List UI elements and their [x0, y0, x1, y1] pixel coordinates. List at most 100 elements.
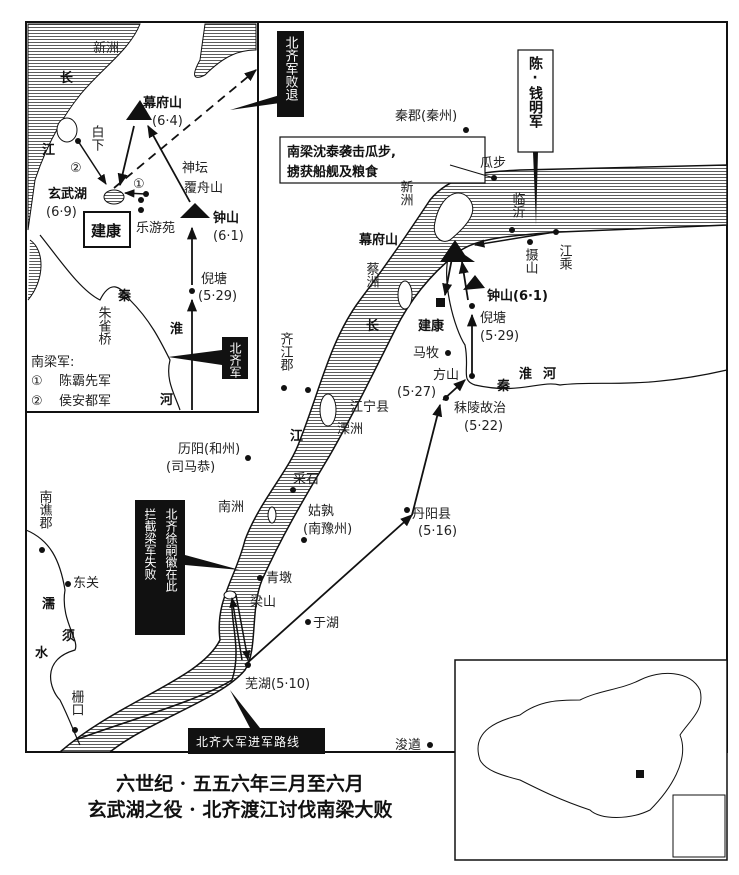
beiqijun-box	[222, 337, 248, 379]
label-qin: 秦	[496, 378, 511, 394]
china-outline	[477, 672, 702, 818]
label-jiangcheng: 江乘	[557, 244, 573, 270]
label-mufushan: 幕府山	[142, 95, 182, 111]
map-title-line-2: 玄武湖之役 · 北齐渡江讨伐南梁大败	[88, 798, 393, 821]
label-mufushan: 幕府山	[358, 232, 398, 248]
label-lizhou: 溧洲	[337, 422, 363, 437]
inset-zhongshan-icon	[180, 203, 210, 218]
label-chang: 长	[366, 318, 380, 334]
xinzhou-island	[433, 192, 474, 242]
label-chang: 长	[60, 70, 74, 86]
shentai-box	[279, 136, 486, 184]
route-arrow	[411, 403, 443, 516]
label-huai: 淮	[518, 366, 532, 382]
inset-arrow	[123, 189, 147, 198]
label-qingdun: 青墩	[266, 571, 292, 586]
callout-pointer	[533, 152, 538, 225]
label-zhakou: 栅口	[69, 690, 85, 716]
xusihui-line-1: 北齐徐嗣徽在此	[164, 508, 178, 593]
inset-arrow	[77, 140, 107, 185]
route-line	[74, 599, 237, 741]
callout-pointer	[230, 95, 280, 110]
label-jiankang: 建康	[91, 222, 122, 240]
label-xinzhou: 新洲	[398, 179, 414, 206]
label-ru: 濡	[42, 596, 55, 612]
label-wuhu: 芜湖(5·10)	[245, 677, 310, 692]
qinhuai-river	[446, 249, 728, 390]
label-xuanwuhu-date: (6·9)	[46, 205, 77, 220]
label-shui: 水	[35, 645, 49, 661]
label-moling-date: (5·22)	[464, 419, 503, 434]
label-shentan: 神坛	[182, 161, 208, 176]
retreat-box	[277, 31, 304, 117]
chenqian-label: 陈·钱明军	[527, 55, 543, 129]
nanzhou-island	[267, 506, 277, 524]
label-jiang: 江	[42, 142, 55, 158]
label-zhuqueqiao: 朱雀桥	[96, 306, 112, 346]
liangshan-island	[223, 590, 237, 600]
south-sea-inset	[672, 794, 726, 858]
label-junqiu: 浚遒	[395, 738, 421, 753]
jiankang-marker	[436, 298, 445, 307]
label-qin: 秦	[117, 288, 132, 304]
label-xuanwuhu: 玄武湖	[48, 186, 87, 202]
label-danyang-date: (5·16)	[418, 524, 457, 539]
label-huai: 淮	[169, 321, 183, 337]
label-gushu: 姑孰	[308, 503, 334, 519]
map-title-line-1: 六世纪 · 五五六年三月至六月	[116, 772, 364, 795]
label-moling: 秣陵故治	[454, 400, 506, 416]
label-dongguan: 东关	[73, 576, 99, 591]
label-simagong: (司马恭)	[166, 460, 215, 475]
route-label: 北齐大军进军路线	[196, 734, 300, 749]
xusihui-box	[135, 500, 185, 635]
callout-pointer	[168, 350, 222, 365]
place-dots	[39, 127, 559, 748]
label-fangshan: 方山	[433, 367, 459, 383]
label-liyang: 历阳(和州)	[178, 442, 240, 457]
label-nanyuzhou: (南豫州)	[303, 521, 352, 537]
inset-arrow	[117, 125, 135, 187]
inset-qinhuai-river	[39, 234, 181, 411]
label-he: 河	[543, 366, 556, 382]
callout-pointer	[230, 690, 260, 728]
mufushan-mountain-icon	[440, 240, 475, 262]
caizhou-island	[397, 280, 413, 310]
route-arrow	[458, 260, 469, 301]
route-arrow	[235, 594, 251, 662]
lizhou-island	[319, 393, 337, 427]
label-qijiangjun: 齐江郡	[278, 331, 294, 372]
inset-river-north	[194, 23, 257, 78]
legend-title: 南梁军:	[31, 354, 74, 370]
label-mufushan-date: (6·4)	[152, 114, 183, 129]
label-caishi: 采石	[293, 472, 319, 487]
label-he: 河	[160, 392, 173, 408]
label-xinzhou: 新洲	[93, 40, 119, 56]
retreat-label: 北齐军败退	[283, 36, 299, 101]
route-arrow	[442, 257, 453, 297]
battle-location-marker	[636, 770, 644, 778]
shentai-line-1: 南梁沈泰袭击瓜步,	[287, 144, 396, 160]
xusihui-line-2: 拦截梁军失败	[143, 508, 157, 580]
label-fuzhoushan: 覆舟山	[184, 181, 223, 196]
label-danyang: 丹阳县	[412, 507, 451, 522]
legend-label-1: 陈霸先军	[59, 373, 111, 389]
chen-qian-arrow	[473, 231, 556, 248]
label-linyi: 临沂	[510, 192, 526, 218]
label-baixia: 白下	[89, 124, 105, 151]
xuanwu-lake	[103, 189, 125, 205]
label-zhongshan-date: (6·1)	[213, 229, 244, 244]
label-fangshan-date: (5·27)	[397, 385, 436, 400]
label-zhongshan: 钟山(6·1)	[487, 288, 548, 304]
shentai-line-2: 掳获船舰及粮食	[287, 164, 379, 180]
inset-river-sw	[27, 239, 42, 301]
retreat-dashed-arrow	[113, 69, 257, 189]
ruxu-river	[25, 529, 81, 746]
label-jiankang: 建康	[418, 318, 445, 334]
label-nitang: 倪塘	[201, 271, 227, 287]
label-nitang-date: (5·29)	[198, 289, 237, 304]
label-xu: 须	[62, 629, 75, 644]
legend-mark-2: ②	[31, 394, 43, 409]
inset-island	[56, 117, 78, 143]
route-arrow	[229, 596, 243, 661]
label-mamu: 马牧	[413, 346, 439, 361]
